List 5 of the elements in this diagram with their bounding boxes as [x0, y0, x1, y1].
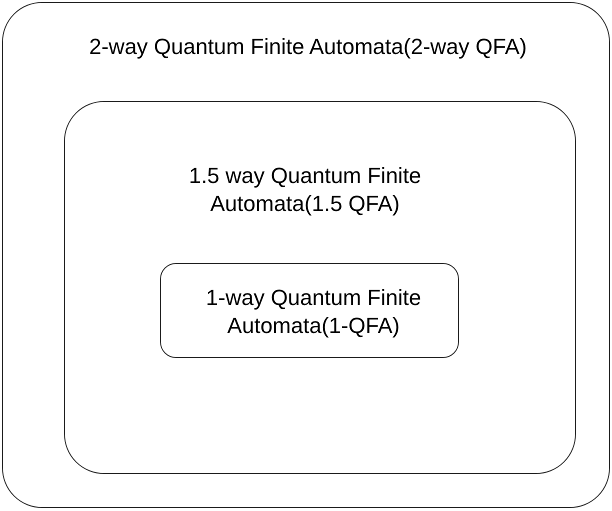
rounded-box	[160, 263, 459, 358]
box-label: 1.5 way Quantum Finite Automata(1.5 QFA)	[188, 162, 422, 218]
box-label: 2-way Quantum Finite Automata(2-way QFA)	[88, 33, 528, 61]
rounded-box	[64, 101, 576, 474]
box-label: 1-way Quantum Finite Automata(1-QFA)	[204, 284, 422, 340]
